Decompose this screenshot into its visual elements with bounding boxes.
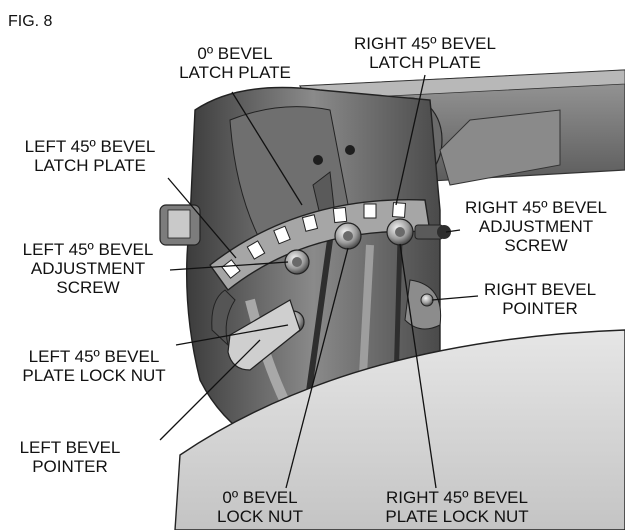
label-right45-plate-lock-nut: RIGHT 45º BEVEL PLATE LOCK NUT [385, 488, 529, 526]
leader-left-bevel-pointer [159, 339, 261, 441]
label-right45-adjustment-screw: RIGHT 45º BEVEL ADJUSTMENT SCREW [465, 198, 607, 255]
leader-0-bevel-latch-plate [231, 91, 303, 206]
leader-right-bevel-pointer [431, 295, 479, 301]
leader-0-bevel-lock-nut [285, 247, 349, 489]
label-right-bevel-pointer: RIGHT BEVEL POINTER [483, 280, 597, 318]
right-bevel-pointer-boss [404, 279, 442, 330]
label-left-bevel-pointer: LEFT BEVEL POINTER [19, 438, 121, 476]
left-screw-housing [159, 204, 201, 246]
leader-right45-adjustment-screw [445, 229, 461, 233]
leader-right45-latch-plate [395, 74, 426, 206]
leader-lines [159, 74, 479, 489]
label-right45-latch-plate: RIGHT 45º BEVEL LATCH PLATE [354, 34, 496, 72]
leader-left45-latch-plate [167, 177, 237, 259]
label-0-bevel-lock-nut: 0º BEVEL LOCK NUT [217, 488, 303, 526]
leader-left45-plate-lock-nut [175, 324, 289, 346]
left-bevel-pointer [211, 289, 301, 371]
label-left45-adjustment-screw: LEFT 45º BEVEL ADJUSTMENT SCREW [22, 240, 154, 297]
figure-label: FIG. 8 [8, 13, 53, 30]
label-left45-latch-plate: LEFT 45º BEVEL LATCH PLATE [24, 137, 156, 175]
label-0-bevel-latch-plate: 0º BEVEL LATCH PLATE [179, 44, 291, 82]
bevel-latch-plate-arc [209, 198, 431, 292]
leader-left45-adjustment-screw [169, 261, 289, 271]
right-adjustment-screw [414, 224, 451, 240]
label-left45-plate-lock-nut: LEFT 45º BEVEL PLATE LOCK NUT [22, 347, 166, 385]
leader-right45-plate-lock-nut [399, 243, 437, 489]
